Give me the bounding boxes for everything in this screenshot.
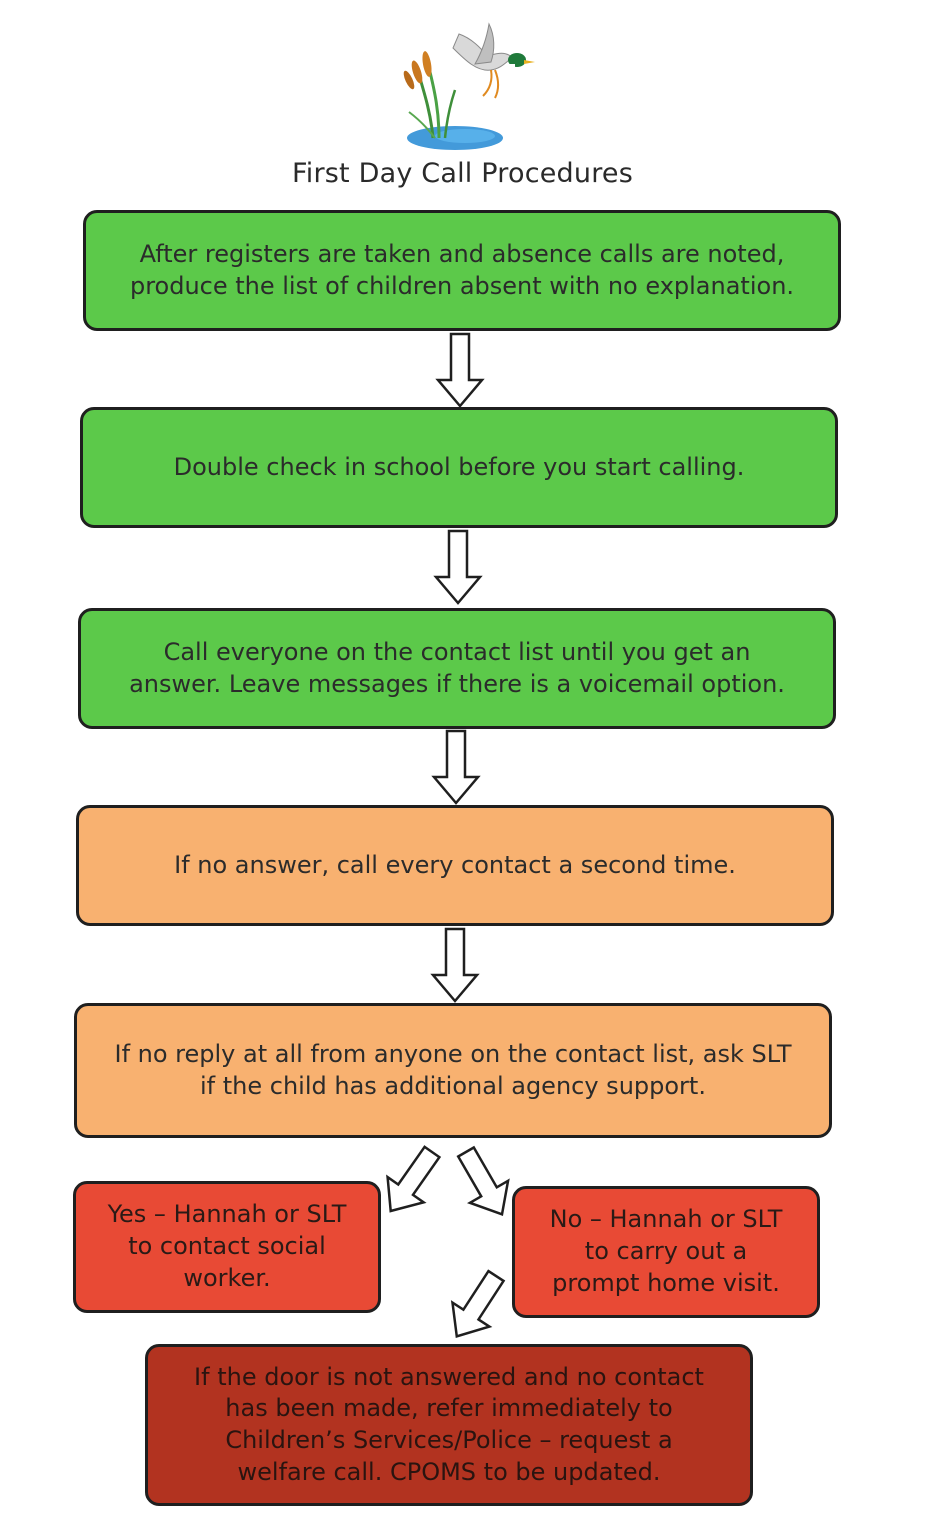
down-arrow-icon [431, 927, 479, 1003]
step-call-contact-list: Call everyone on the contact list until … [78, 608, 836, 729]
step-no-home-visit: No – Hannah or SLT to carry out a prompt… [512, 1186, 820, 1318]
page-title: First Day Call Procedures [291, 158, 633, 189]
step-text: Call everyone on the contact list until … [129, 637, 785, 698]
step-text: If the door is not answered and no conta… [194, 1362, 704, 1486]
step-text: After registers are taken and absence ca… [129, 239, 795, 300]
down-left-arrow-icon [437, 1262, 516, 1350]
step-ask-slt-agency-support: If no reply at all from anyone on the co… [74, 1003, 832, 1138]
step-text: If no reply at all from anyone on the co… [114, 1039, 792, 1100]
step-double-check-school: Double check in school before you start … [80, 407, 838, 528]
step-produce-absent-list: After registers are taken and absence ca… [83, 210, 841, 331]
step-refer-childrens-services: If the door is not answered and no conta… [145, 1344, 753, 1506]
step-text: Double check in school before you start … [173, 452, 745, 481]
down-arrow-icon [436, 332, 484, 408]
step-text: Yes – Hannah or SLT to contact social wo… [107, 1200, 347, 1292]
duck-reeds-pond-logo [403, 22, 535, 150]
step-yes-contact-social-worker: Yes – Hannah or SLT to contact social wo… [73, 1181, 381, 1313]
down-right-arrow-icon [445, 1139, 523, 1227]
down-left-arrow-icon [371, 1138, 452, 1225]
step-text: If no answer, call every contact a secon… [174, 850, 736, 879]
down-arrow-icon [432, 729, 480, 805]
down-arrow-icon [434, 529, 482, 605]
step-call-second-time: If no answer, call every contact a secon… [76, 805, 834, 926]
step-text: No – Hannah or SLT to carry out a prompt… [549, 1205, 783, 1297]
